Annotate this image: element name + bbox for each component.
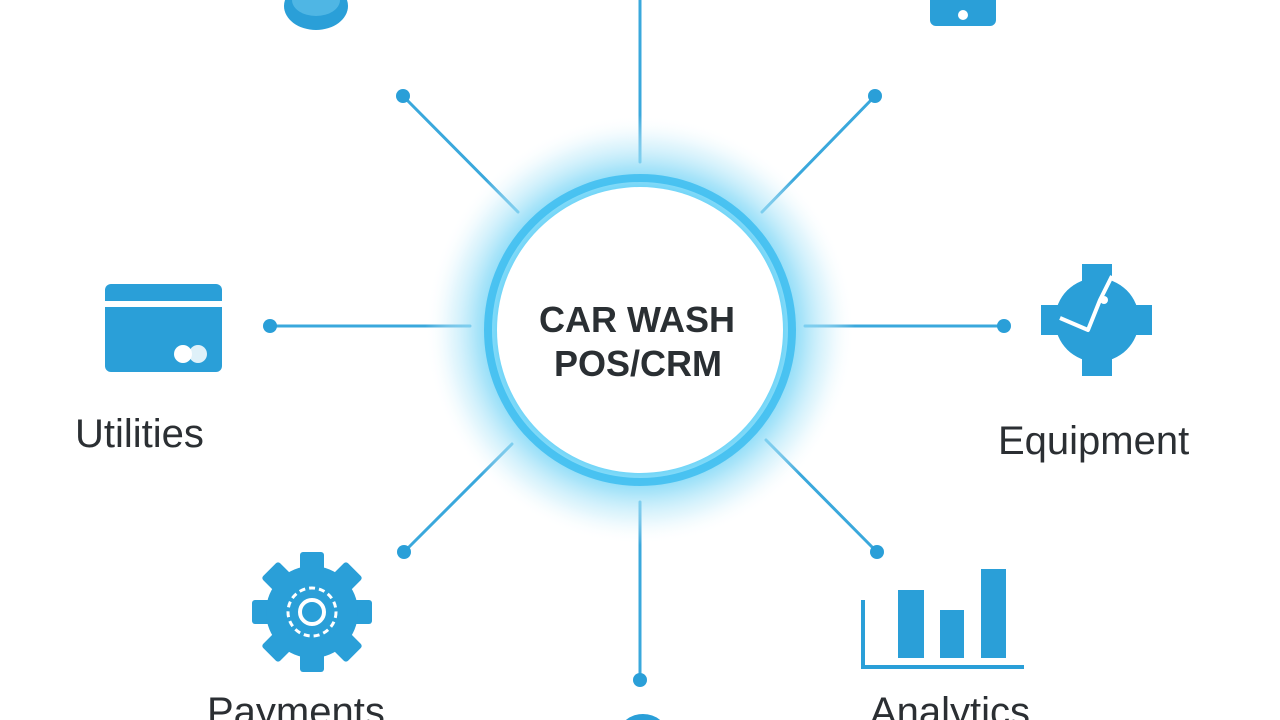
dot-right xyxy=(997,319,1011,333)
dot-lower-right xyxy=(870,545,884,559)
mobile-phone-icon xyxy=(930,0,996,26)
coin-icon xyxy=(284,0,348,30)
gauge-icon xyxy=(1041,264,1152,376)
dot-left xyxy=(263,319,277,333)
payments-label: Payments xyxy=(207,690,385,720)
hub-circle: CAR WASH POS/CRM xyxy=(425,115,855,545)
bar-chart-icon xyxy=(861,569,1024,669)
utilities-label: Utilities xyxy=(75,412,204,456)
hub-title-line-1: CAR WASH xyxy=(539,299,735,340)
connector-dots xyxy=(263,89,1011,687)
bottom-coin-icon xyxy=(625,714,661,720)
credit-card-icon xyxy=(105,284,222,372)
analytics-label: Analytics xyxy=(870,690,1031,720)
dot-upper-left xyxy=(396,89,410,103)
dot-upper-right xyxy=(868,89,882,103)
gear-icon xyxy=(252,552,372,672)
dot-lower-left xyxy=(397,545,411,559)
equipment-label: Equipment xyxy=(998,419,1190,463)
hub-title-line-2: POS/CRM xyxy=(554,343,722,384)
dot-bottom xyxy=(633,673,647,687)
